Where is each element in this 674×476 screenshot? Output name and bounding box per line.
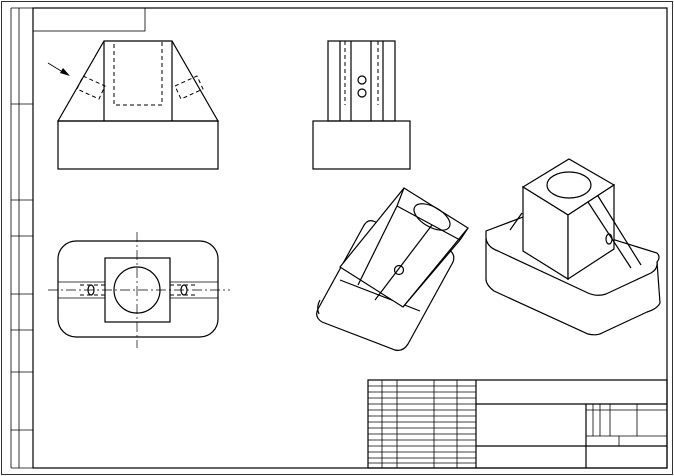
front-view	[47, 40, 220, 170]
title-block	[367, 379, 668, 469]
isometric-view-cut	[316, 187, 469, 351]
top-view	[48, 232, 230, 348]
isometric-view	[485, 158, 661, 336]
side-view	[312, 40, 411, 170]
